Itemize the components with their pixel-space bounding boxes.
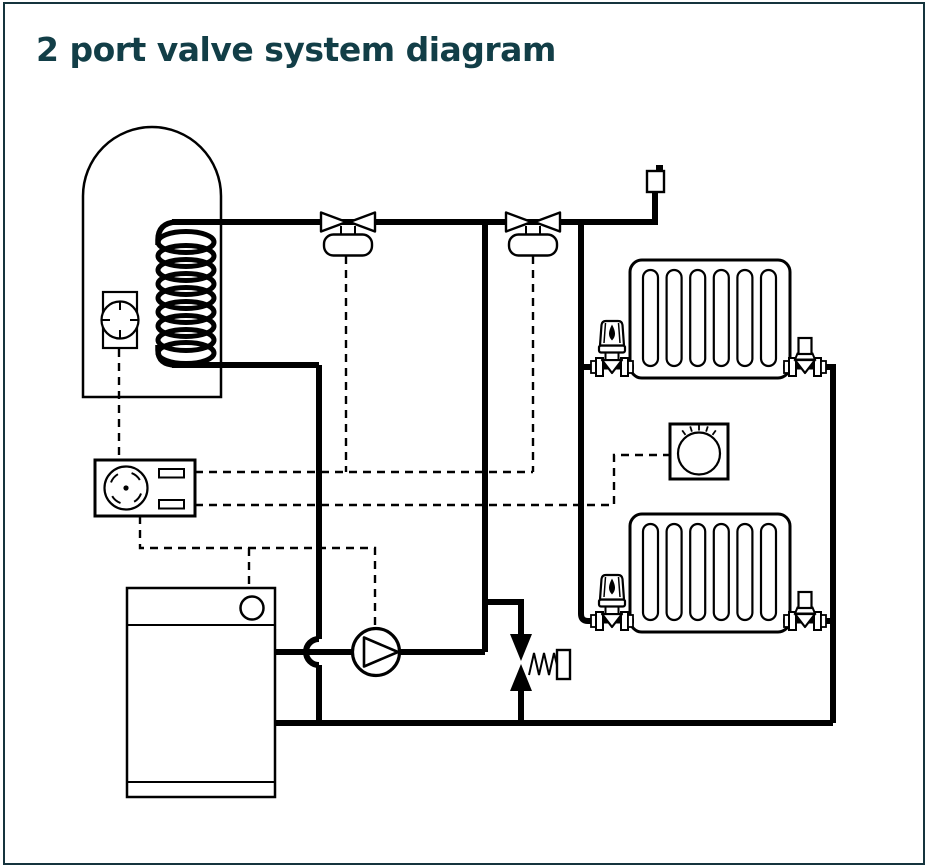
motorised-valve-hot-water: [319, 211, 377, 257]
radiator-top: [628, 258, 792, 380]
trv-top: [590, 321, 634, 376]
automatic-bypass-valve: [510, 634, 572, 691]
hot-water-cylinder: [81, 125, 223, 399]
electrical-wiring: [117, 256, 670, 627]
cylinder-thermostat: [100, 290, 140, 350]
page-title: 2 port valve system diagram: [36, 30, 556, 69]
heating-coil: [155, 229, 217, 366]
motorised-valve-heating: [504, 211, 562, 257]
room-thermostat: [668, 422, 730, 481]
programmer: [93, 458, 197, 518]
boiler: [125, 586, 277, 799]
air-vent: [645, 165, 666, 194]
trv-bottom: [590, 575, 634, 630]
circulating-pump: [350, 626, 402, 678]
radiator-bottom: [628, 512, 792, 634]
